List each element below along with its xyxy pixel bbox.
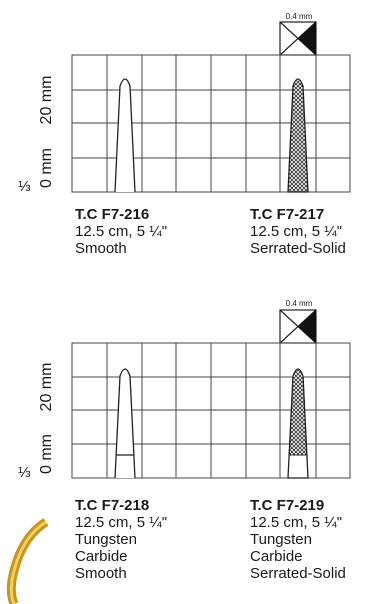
- scale-legend-icon: [279, 309, 317, 344]
- scale-legend-icon: [279, 21, 317, 56]
- serrated-solid-icon: [287, 78, 309, 193]
- axis-label-bottom: 0 mm: [38, 434, 55, 474]
- product-desc-line-1: Tungsten: [75, 531, 137, 548]
- product-size: 12.5 cm, 5 ¼": [250, 514, 343, 531]
- product-code: T.C F7-216: [75, 206, 150, 223]
- product-size: 12.5 cm, 5 ¼": [250, 223, 343, 240]
- panel-2-grid-diagram: [71, 309, 351, 479]
- tungsten-smooth-icon: [114, 368, 136, 479]
- axis-label-top: 20 mm: [38, 362, 55, 412]
- product-card-f7-219: T.C F7-219 12.5 cm, 5 ¼" Tungsten Carbid…: [250, 497, 346, 582]
- product-desc-line-3: Serrated-Solid: [250, 565, 346, 582]
- panel-1-grid-diagram: [71, 21, 351, 193]
- product-desc: Serrated-Solid: [250, 240, 346, 257]
- product-size: 12.5 cm, 5 ¼": [75, 223, 168, 240]
- product-desc-line-3: Smooth: [75, 565, 127, 582]
- product-desc-line-2: Carbide: [75, 548, 128, 565]
- product-size: 12.5 cm, 5 ¼": [75, 514, 168, 531]
- scale-note: 0.4 mm: [285, 12, 313, 21]
- product-desc: Smooth: [75, 240, 127, 257]
- product-code: T.C F7-219: [250, 497, 325, 514]
- scale-fraction: ⅓: [18, 178, 31, 195]
- product-desc-line-2: Carbide: [250, 548, 303, 565]
- scale-fraction: ⅓: [18, 464, 31, 481]
- product-desc-line-1: Tungsten: [250, 531, 312, 548]
- measurement-grid: [71, 342, 351, 479]
- product-code: T.C F7-218: [75, 497, 150, 514]
- product-card-f7-217: T.C F7-217 12.5 cm, 5 ¼" Serrated-Solid: [250, 206, 346, 257]
- scale-note: 0.4 mm: [285, 299, 313, 308]
- product-code: T.C F7-217: [250, 206, 325, 223]
- product-card-f7-218: T.C F7-218 12.5 cm, 5 ¼" Tungsten Carbid…: [75, 497, 167, 582]
- product-card-f7-216: T.C F7-216 12.5 cm, 5 ¼" Smooth: [75, 206, 167, 257]
- gold-ring-image: [6, 518, 49, 604]
- smooth-outline-icon: [114, 78, 136, 193]
- tungsten-serrated-icon: [287, 368, 309, 479]
